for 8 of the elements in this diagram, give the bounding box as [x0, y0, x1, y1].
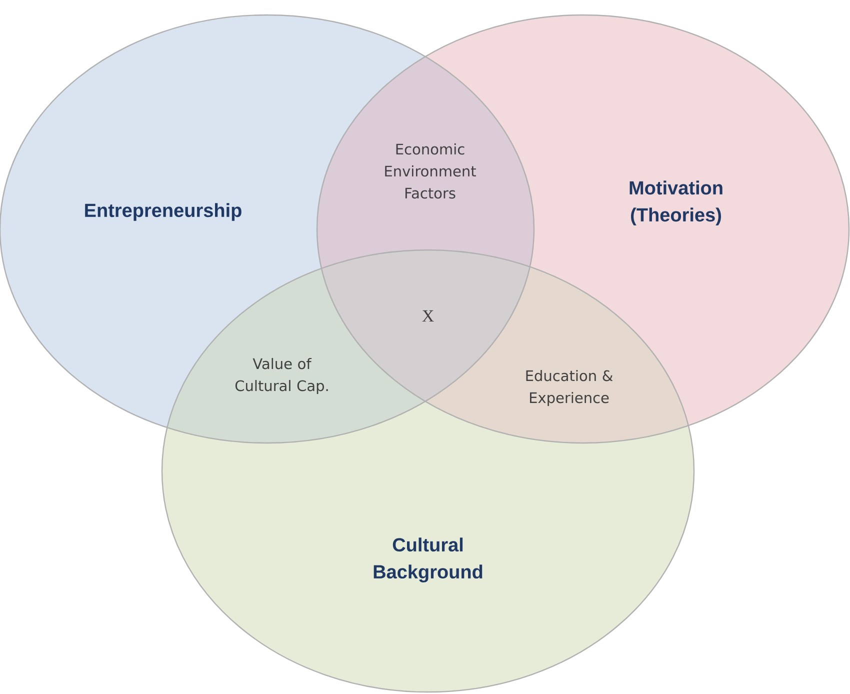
circle-title: Entrepreneurship: [85, 203, 242, 221]
overlap-label: Economic Environment Factors: [385, 143, 476, 199]
overlap-label: Value of Cultural Cap.: [235, 358, 328, 394]
overlap-label: X: [422, 310, 434, 322]
venn-circle: [161, 249, 695, 693]
circle-title: Motivation (Theories): [630, 180, 722, 226]
overlap-label: Education & Experience: [526, 370, 613, 406]
circle-title: Cultural Background: [374, 538, 482, 582]
